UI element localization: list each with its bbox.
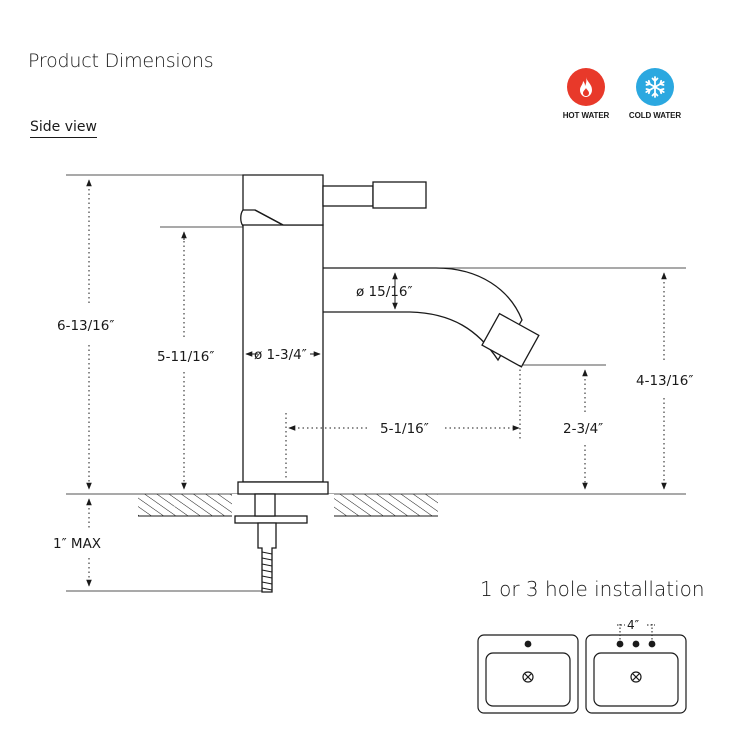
faucet xyxy=(234,174,540,593)
extension-lines xyxy=(66,174,686,592)
dimension-arrows xyxy=(181,231,398,357)
dimension-lines xyxy=(86,179,667,587)
spout-height-label: 4-13/16″ xyxy=(636,373,693,389)
handle-grip xyxy=(372,181,427,209)
cold-water-label: COLD WATER xyxy=(628,111,682,120)
spout-reach-label: 5-1/16″ xyxy=(380,421,429,437)
handle-lever xyxy=(322,185,374,207)
sink-three-hole xyxy=(585,634,687,714)
mounting-washer xyxy=(234,515,308,524)
hot-water-label: HOT WATER xyxy=(562,111,610,120)
body-height-label: 5-11/16″ xyxy=(157,349,214,365)
mounting-nut xyxy=(254,493,276,517)
faucet-hole xyxy=(524,640,532,648)
hole-spacing-label: 4″ xyxy=(627,618,640,632)
total-height-label: 6-13/16″ xyxy=(57,318,114,334)
aerator xyxy=(481,312,540,368)
spacing-dimension xyxy=(617,624,655,640)
side-view-label: Side view xyxy=(30,119,97,138)
faucet-cap xyxy=(242,174,324,226)
base-ring xyxy=(237,481,329,495)
faucet-holes-three xyxy=(616,640,656,648)
installation-title: 1 or 3 hole installation xyxy=(480,577,705,601)
sink-one-hole xyxy=(477,634,579,714)
shank-threads xyxy=(261,551,273,591)
threaded-shank xyxy=(257,522,277,593)
spout xyxy=(321,267,523,362)
max-deck-label: 1″ MAX xyxy=(53,536,101,552)
hot-water-badge: HOT WATER xyxy=(551,68,621,120)
cold-water-badge: COLD WATER xyxy=(620,68,690,120)
spout-clearance-label: 2-3/4″ xyxy=(563,421,603,437)
snowflake-icon xyxy=(636,68,674,106)
page-title: Product Dimensions xyxy=(28,50,214,72)
flame-icon xyxy=(567,68,605,106)
spout-diameter-label: ø 15/16″ xyxy=(356,284,413,300)
body-diameter-label: ø 1-3/4″ xyxy=(254,347,307,363)
